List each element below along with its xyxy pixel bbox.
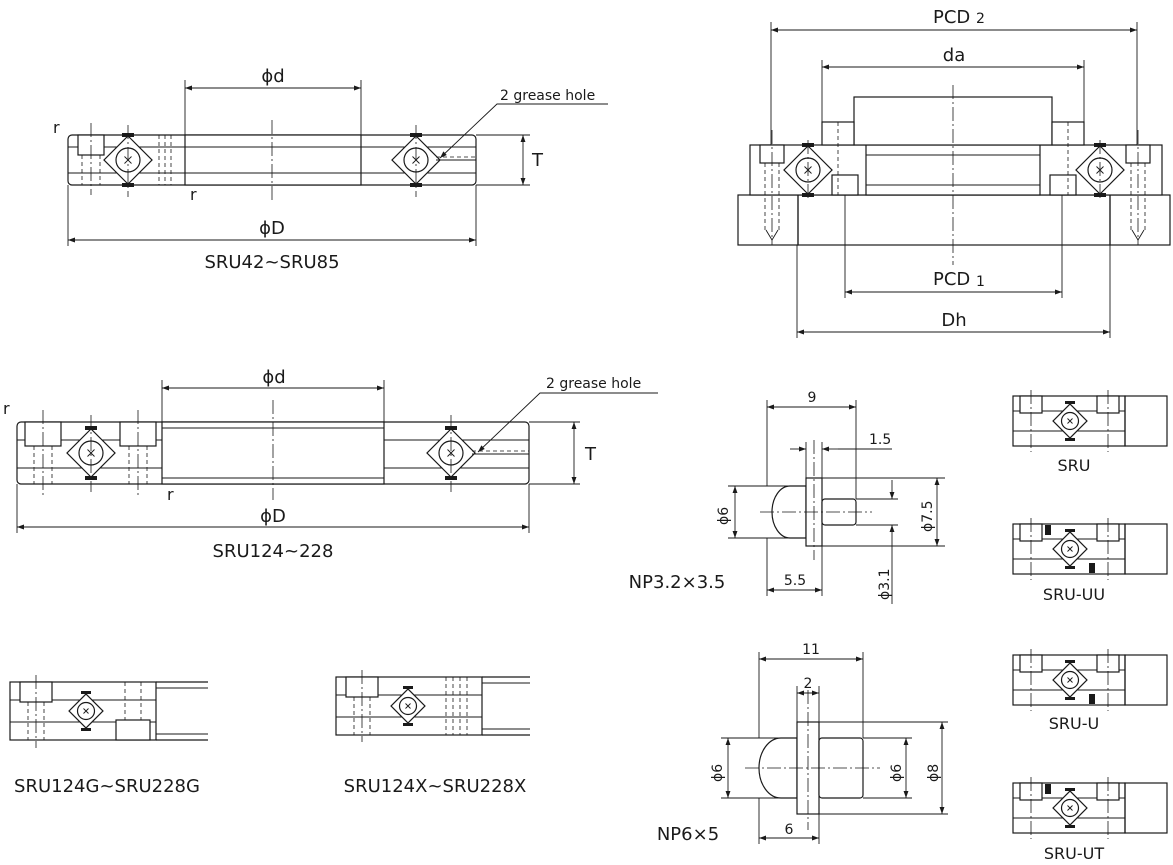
dh-label: Dh [941,310,966,331]
mounting-assembly-view: PCD 2 da PCD 1 Dh [737,7,1171,338]
pcd2-subscript: 2 [976,11,985,27]
np6-flange-2: 2 [804,676,813,692]
sru42-grease-hole-label: 2 grease hole [500,88,595,104]
variant-sru-uu: SRU-UU [1012,518,1168,604]
np6-length-6: 6 [785,822,794,838]
sru42-bore-label: ϕd [261,66,284,87]
pcd1-label: PCD [933,269,970,290]
np6-thread-dia-6: ϕ6 [889,764,905,782]
np32-thread-dia-3-1: ϕ3.1 [877,569,893,601]
variant-sru: SRU [1012,390,1168,475]
sru124g-caption: SRU124G~SRU228G [14,776,200,797]
pcd2-label: PCD [933,7,970,28]
np32-caption: NP3.2×3.5 [629,572,726,593]
np6-flange-dia-8: ϕ8 [926,764,942,782]
sru124-bore-label: ϕd [262,367,285,388]
np6-length-11: 11 [802,642,820,658]
sru124x-caption: SRU124X~SRU228X [344,776,527,797]
np6-head-dia-6: ϕ6 [710,764,726,782]
sru42-caption: SRU42~SRU85 [204,252,339,273]
sru42-radius-label-top: r [53,118,60,137]
variant-sru-ut-label: SRU-UT [1044,844,1104,863]
sru124-grease-hole-label: 2 grease hole [546,376,641,392]
np6-caption: NP6×5 [657,824,719,845]
variant-sru-u: SRU-U [1012,649,1168,733]
np32-length-5-5: 5.5 [784,573,806,589]
sru42-width-label: T [531,150,544,171]
pcd1-subscript: 1 [976,274,985,290]
variant-sru-ut: SRU-UT [1012,777,1168,863]
sru124-radius-label-top: r [3,399,10,418]
np32-flange-dia-7-5: ϕ7.5 [920,501,936,533]
sru124g-partial-view: SRU124G~SRU228G [9,675,208,797]
sru124x-partial-view: SRU124X~SRU228X [335,670,530,797]
np32-nipple-drawing: 9 1.5 ϕ6 ϕ7.5 ϕ3.1 5.5 NP3.2×3.5 [629,390,945,604]
variant-sru-u-label: SRU-U [1049,714,1099,733]
np32-length-9: 9 [808,390,817,406]
sru124-section-view: ϕd ϕD T r r 2 grease hole SRU124~228 [3,367,658,562]
np6-nipple-drawing: 11 2 ϕ6 ϕ6 ϕ8 6 NP6×5 [657,642,948,845]
sru124-outer-diameter-label: ϕD [260,506,286,527]
sru124-radius-label-bottom: r [167,485,174,504]
sru124-width-label: T [584,444,597,465]
variant-sru-uu-label: SRU-UU [1043,585,1105,604]
np32-head-dia-6: ϕ6 [716,507,732,525]
sru42-radius-label-bottom: r [190,185,197,204]
sru124-caption: SRU124~228 [213,541,334,562]
variant-sru-label: SRU [1058,456,1091,475]
da-label: da [943,45,965,66]
sru42-section-view: ϕd ϕD T r r 2 grease hole SRU42~SRU85 [53,66,608,273]
sru42-outer-diameter-label: ϕD [259,218,285,239]
np32-flange-1-5: 1.5 [869,432,891,448]
